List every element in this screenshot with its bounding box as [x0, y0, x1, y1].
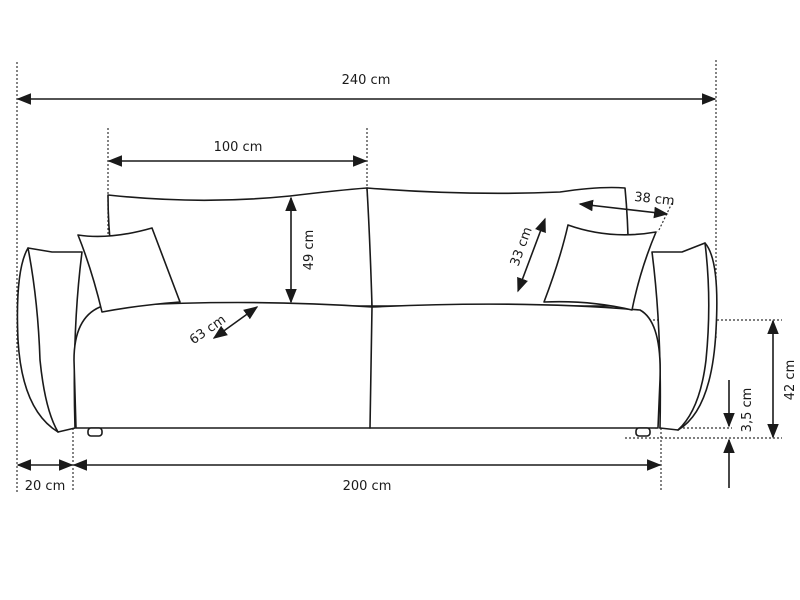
label-cushion-height: 49 cm — [302, 230, 317, 271]
arrow-seat-depth — [212, 306, 259, 339]
pillow-right — [543, 224, 657, 311]
label-pillow-width: 38 cm — [633, 190, 675, 209]
label-cushion-width: 100 cm — [214, 140, 263, 155]
sofa-illustration — [16, 186, 718, 437]
pillow-left — [77, 227, 181, 313]
arrow-pillow-height — [517, 217, 546, 293]
left-armrest — [16, 247, 83, 433]
dimension-arrows — [16, 93, 779, 488]
label-seat-height: 42 cm — [783, 360, 798, 401]
label-armrest-width: 20 cm — [25, 479, 66, 494]
leg-right — [635, 427, 651, 437]
label-leg-height: 3,5 cm — [740, 388, 755, 433]
label-seat-width: 200 cm — [343, 479, 392, 494]
leg-left — [87, 427, 103, 437]
right-armrest — [651, 242, 718, 431]
arrow-pillow-width — [578, 199, 669, 219]
label-total-width: 240 cm — [342, 73, 391, 88]
seat — [73, 301, 661, 429]
